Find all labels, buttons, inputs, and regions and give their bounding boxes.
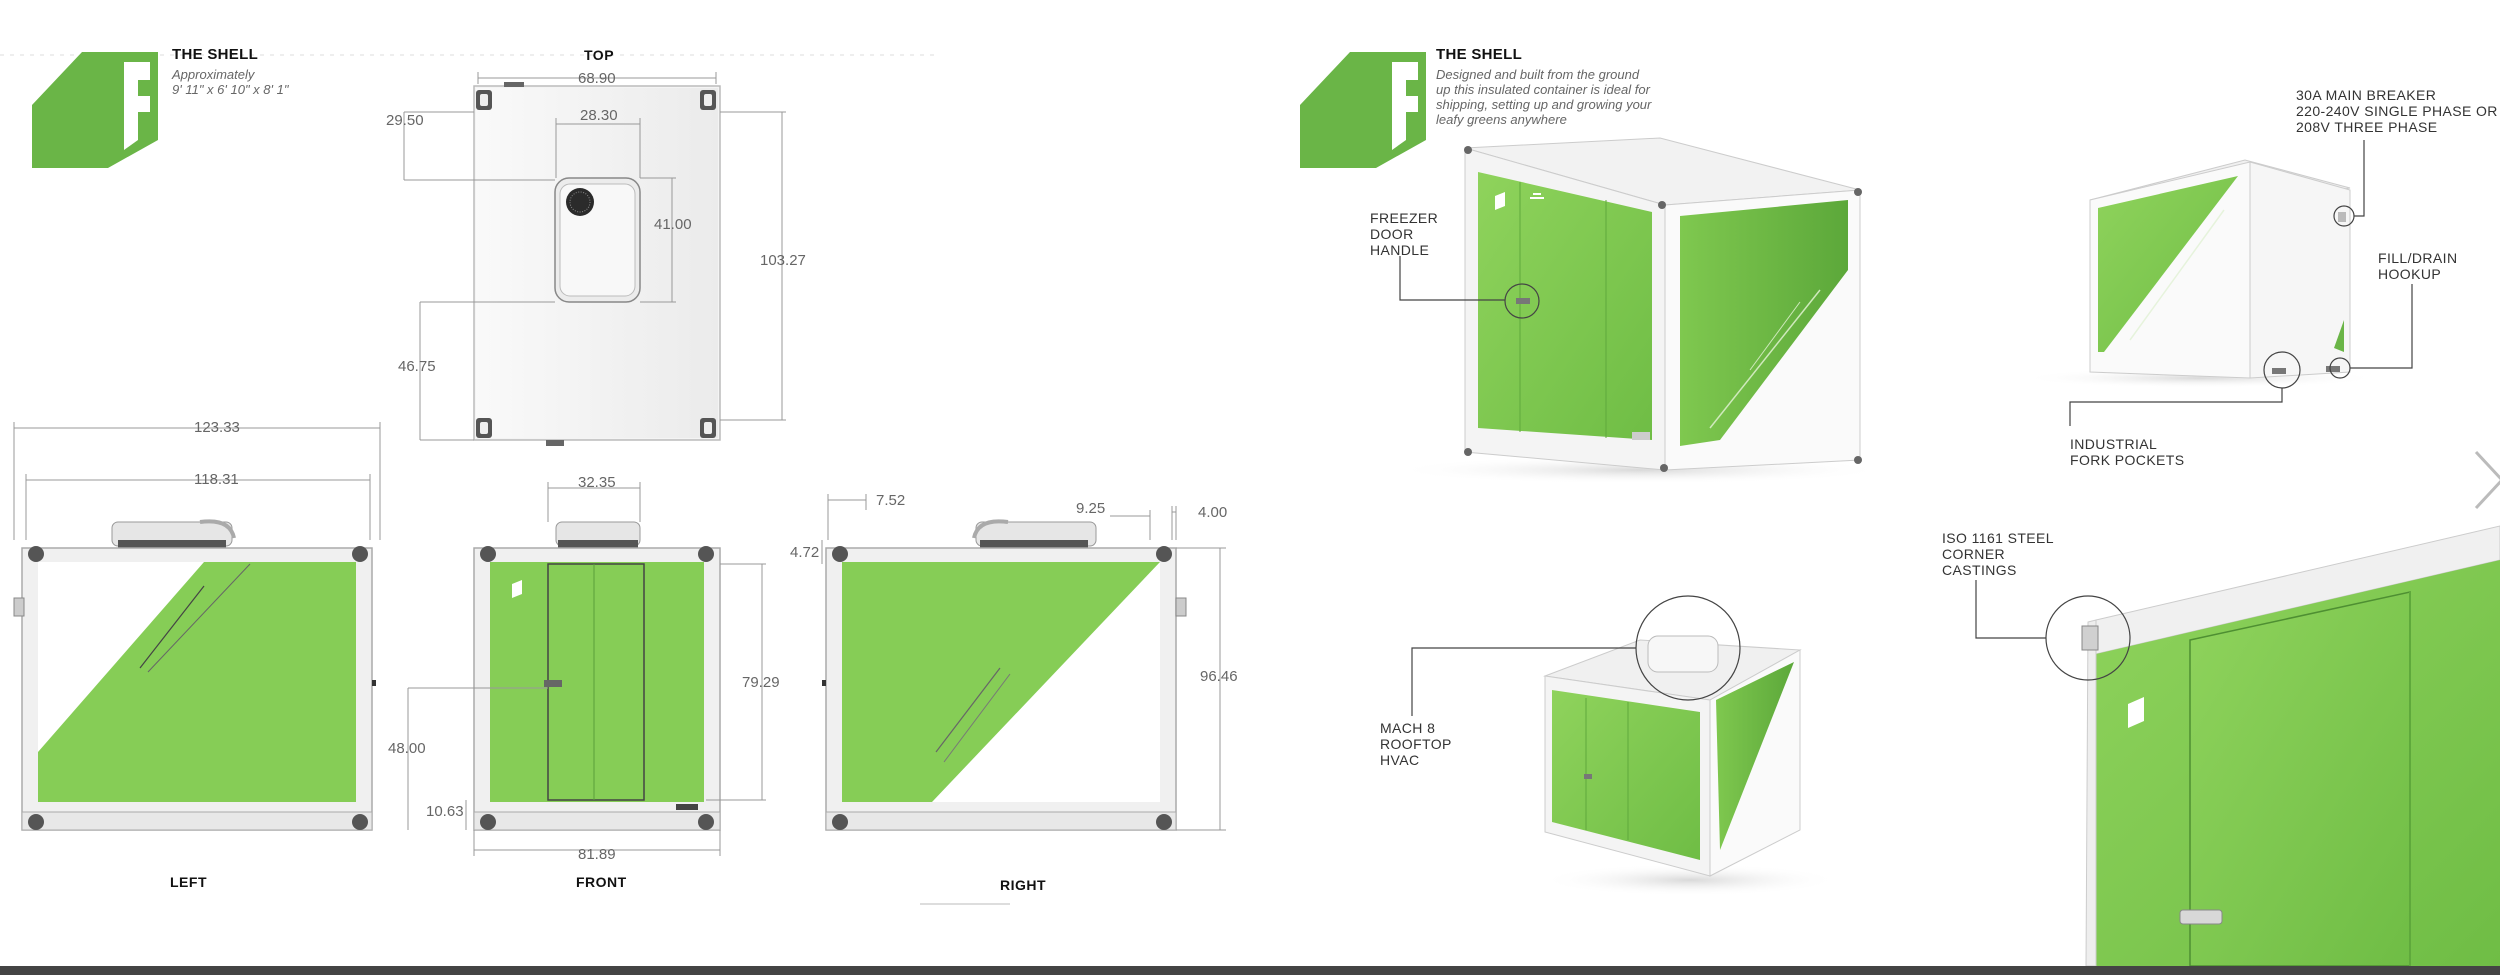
left-view-dimensions — [13, 422, 381, 540]
callout-breaker-line-2: 220-240V SINGLE PHASE OR — [2296, 103, 2498, 119]
dim-hvac-offset: 46.75 — [398, 358, 436, 375]
callout-breaker-line-1: 30A MAIN BREAKER — [2296, 87, 2437, 103]
right-description: Designed and built from the ground up th… — [1436, 67, 1651, 127]
callout-freezer-label: FREEZER DOOR HANDLE — [1370, 210, 1438, 258]
callout-hvac-line-1: MACH 8 — [1380, 720, 1436, 736]
callout-fill-label: FILL/DRAIN HOOKUP — [2378, 250, 2457, 282]
callout-corner-castings — [1975, 580, 2131, 681]
callout-hvac-label: MACH 8 ROOFTOP HVAC — [1380, 720, 1452, 768]
callout-breaker-label: 30A MAIN BREAKER 220-240V SINGLE PHASE O… — [2296, 87, 2498, 135]
dim-hvac-depth: 41.00 — [654, 216, 692, 233]
dim-side-length: 123.33 — [194, 419, 240, 436]
dim-r-edge: 4.00 — [1198, 504, 1228, 521]
chevron-right-icon[interactable] — [2472, 448, 2500, 512]
callout-breaker-fill-fork — [2069, 140, 2413, 426]
dim-total-height: 96.46 — [1200, 668, 1238, 685]
callout-breaker-line-3: 208V THREE PHASE — [2296, 119, 2438, 135]
right-desc-line-1: Designed and built from the ground — [1436, 67, 1640, 82]
callout-corner-line-2: CORNER — [1942, 546, 2006, 562]
left-desc-line-1: Approximately — [172, 67, 255, 82]
left-title: THE SHELL — [172, 46, 259, 63]
right-brand-logo-icon — [1300, 52, 1426, 168]
view-label-top: TOP — [584, 47, 615, 63]
dim-side-inner: 118.31 — [194, 471, 239, 488]
callout-hvac — [1411, 595, 1741, 716]
dim-front-hvac: 32.35 — [578, 474, 616, 491]
left-description: Approximately 9' 11" x 6' 10" x 8' 1" — [172, 67, 288, 97]
top-view-dimensions — [403, 72, 786, 441]
render-back-container — [2020, 159, 2380, 388]
dim-hvac-width: 28.30 — [580, 107, 618, 124]
view-label-right: RIGHT — [1000, 877, 1047, 893]
dim-top-offset: 29.50 — [386, 112, 424, 129]
callout-freezer-line-3: HANDLE — [1370, 242, 1430, 258]
left-brand-logo-icon — [0, 52, 940, 168]
callout-fork-line-2: FORK POCKETS — [2070, 452, 2185, 468]
dim-r-bracket: 9.25 — [1076, 500, 1106, 517]
dim-base-height: 10.63 — [426, 803, 464, 820]
render-closeup-container — [2081, 525, 2500, 967]
callout-hvac-line-2: ROOFTOP — [1380, 736, 1452, 752]
callout-fork-label: INDUSTRIAL FORK POCKETS — [2070, 436, 2184, 468]
dim-top-width: 68.90 — [578, 70, 616, 87]
render-hvac-container — [1540, 635, 1840, 896]
right-title: THE SHELL — [1436, 46, 1523, 63]
view-label-front: FRONT — [576, 874, 627, 890]
callout-freezer-handle — [1399, 256, 1540, 319]
dim-handle-height: 48.00 — [388, 740, 426, 757]
right-view-dimensions — [821, 494, 1226, 905]
callout-corner-line-1: ISO 1161 STEEL — [1942, 530, 2054, 546]
view-label-left: LEFT — [170, 874, 207, 890]
callout-corner-line-3: CASTINGS — [1942, 562, 2017, 578]
front-view-drawing — [473, 521, 721, 831]
callout-fill-line-2: HOOKUP — [2378, 266, 2442, 282]
top-view-drawing — [473, 82, 721, 446]
right-desc-line-3: shipping, setting up and growing your — [1436, 97, 1652, 112]
callout-corner-label: ISO 1161 STEEL CORNER CASTINGS — [1942, 530, 2054, 578]
bottom-bar — [0, 966, 2500, 975]
callout-fill-line-1: FILL/DRAIN — [2378, 250, 2458, 266]
dim-r-rail: 4.72 — [790, 544, 820, 561]
callout-freezer-line-2: DOOR — [1370, 226, 1414, 242]
callout-fork-line-1: INDUSTRIAL — [2070, 436, 2158, 452]
dim-r-top-offset: 7.52 — [876, 492, 906, 509]
render-main-container — [1390, 137, 1890, 484]
left-desc-line-2: 9' 11" x 6' 10" x 8' 1" — [172, 82, 289, 97]
callout-hvac-line-3: HVAC — [1380, 752, 1420, 768]
right-view-drawing — [822, 519, 1187, 831]
left-view-drawing — [13, 519, 376, 831]
right-desc-line-4: leafy greens anywhere — [1436, 112, 1567, 127]
dim-door-height: 79.29 — [742, 674, 780, 691]
callout-freezer-line-1: FREEZER — [1370, 210, 1439, 226]
dim-total-depth: 103.27 — [760, 252, 806, 269]
right-desc-line-2: up this insulated container is ideal for — [1436, 82, 1650, 97]
front-view-dimensions — [407, 482, 766, 856]
dim-front-width: 81.89 — [578, 846, 616, 863]
